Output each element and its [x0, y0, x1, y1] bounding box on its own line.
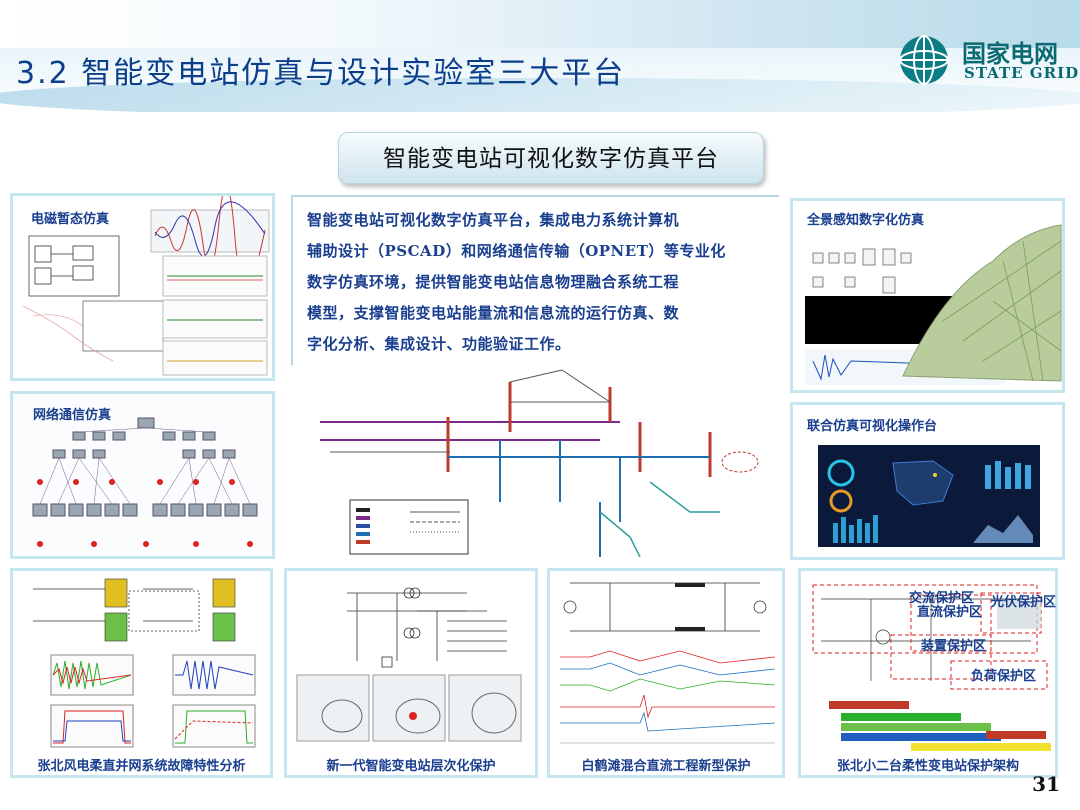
zone-label-load: 负荷保护区 [971, 669, 1037, 684]
zone-label-ac: 交流保护区 [909, 591, 975, 606]
panel-zhangbei-wind: 张北风电柔直并网系统故障特性分析 [10, 568, 273, 778]
hierarchical-protection-figure [296, 587, 522, 742]
description-line: 字化分析、集成设计、功能验证工作。 [307, 335, 571, 353]
globe-icon [899, 35, 949, 85]
zhangbei-xiaoertai-figure [812, 584, 1051, 751]
state-grid-logo: 国家电网 STATE GRID [892, 30, 1078, 90]
panel-label-joint: 联合仿真可视化操作台 [807, 419, 938, 434]
substation-single-line-diagram [320, 369, 759, 558]
panel-label-panorama: 全景感知数字化仿真 [807, 213, 925, 228]
zone-label-dc: 直流保护区 [917, 605, 983, 620]
header-band [0, 0, 1080, 48]
slide-header: 3.2 智能变电站仿真与设计实验室三大平台 国家电网 STATE GRID [0, 0, 1080, 112]
zone-label-device: 装置保护区 [921, 639, 987, 654]
description-line: 智能变电站可视化数字仿真平台，集成电力系统计算机 [307, 211, 680, 229]
panel-baihetan: 白鹤滩混合直流工程新型保护 [547, 568, 785, 778]
caption-hierarchical-protection: 新一代智能变电站层次化保护 [326, 759, 496, 774]
panel-zhangbei-xiaoertai: 交流保护区 直流保护区 光伏保护区 装置保护区 负荷保护区 张北小二台柔性变电站… [798, 568, 1058, 778]
zone-label-pv: 光伏保护区 [991, 595, 1057, 610]
panel-network: 网络通信仿真 [10, 391, 275, 559]
caption-zhangbei-xiaoertai: 张北小二台柔性变电站保护架构 [836, 759, 1019, 774]
panel-hierarchical-protection: 新一代智能变电站层次化保护 [284, 568, 538, 778]
logo-text-cn: 国家电网 [962, 40, 1058, 68]
caption-baihetan: 白鹤滩混合直流工程新型保护 [581, 759, 751, 774]
description-line: 辅助设计（PSCAD）和网络通信传输（OPNET）等专业化 [307, 242, 726, 260]
zhangbei-wind-figure [33, 578, 256, 748]
panel-electromagnetic: 电磁暂态仿真 [10, 193, 275, 381]
page-title: 3.2 智能变电站仿真与设计实验室三大平台 [16, 56, 626, 91]
electromagnetic-figure [22, 196, 270, 376]
panel-joint: 联合仿真可视化操作台 [790, 402, 1065, 560]
caption-zhangbei-wind: 张北风电柔直并网系统故障特性分析 [37, 759, 246, 774]
platform-description: 智能变电站可视化数字仿真平台，集成电力系统计算机 辅助设计（PSCAD）和网络通… [291, 195, 779, 365]
description-line: 模型，支撑智能变电站能量流和信息流的运行仿真、数 [307, 304, 680, 322]
panel-panorama: 全景感知数字化仿真 [790, 198, 1065, 393]
description-line: 数字仿真环境，提供智能变电站信息物理融合系统工程 [307, 273, 680, 291]
platform-title: 智能变电站可视化数字仿真平台 [338, 132, 764, 184]
joint-console-figure [818, 445, 1040, 547]
page-number: 31 [1032, 772, 1060, 796]
network-figure [13, 394, 272, 556]
panel-label-network: 网络通信仿真 [33, 408, 112, 423]
logo-text-en: STATE GRID [964, 64, 1080, 82]
panel-label-electromagnetic: 电磁暂态仿真 [31, 212, 110, 227]
panorama-figure [805, 224, 1062, 385]
header-wave [0, 78, 1080, 112]
baihetan-figure [560, 582, 776, 744]
